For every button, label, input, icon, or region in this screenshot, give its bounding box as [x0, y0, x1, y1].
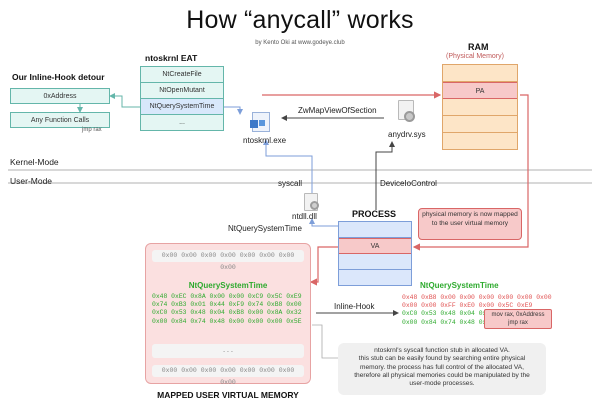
explanation-line: this stub can be easily found by searchi… [358, 355, 526, 363]
hook-popup-line: jmp rax [508, 320, 528, 326]
ram-cell [443, 133, 517, 150]
mapped-hex-block: 0x48 0xEC 0x8A 0x00 0x00 0xC9 0x5C 0xE9 … [152, 293, 302, 326]
user-mode-label: User-Mode [10, 176, 53, 186]
mapped-memory-panel [145, 243, 311, 384]
explanation-line: therefore all physical memories could be… [354, 371, 530, 379]
ram-sublabel: (Physical Memory) [446, 53, 504, 60]
hook-detour-label: Our Inline-Hook detour [12, 72, 105, 82]
eat-item-ntopenmutant: NtOpenMutant [141, 83, 223, 99]
hooked-hex-line: 0x48 0xB8 0x00 0x00 0x00 0x00 0x00 0x00 [402, 294, 552, 301]
eat-label: ntoskrnl EAT [145, 53, 198, 63]
ntdll-label: ntdll.dll [292, 212, 317, 221]
zwmap-label: ZwMapViewOfSection [298, 106, 377, 115]
ram-cell [443, 116, 517, 133]
hooked-func-title: NtQuerySystemTime [420, 281, 499, 290]
ram-cell [443, 99, 517, 116]
process-cell [339, 254, 411, 270]
ram-cell [443, 65, 517, 82]
mapped-hex-line: 0x48 0xEC 0x8A 0x00 0x00 0xC9 0x5C 0xE9 [152, 293, 302, 300]
eat-table: NtCreateFile NtOpenMutant NtQuerySystemT… [140, 66, 224, 131]
mapped-func-title: NtQuerySystemTime [188, 281, 268, 290]
explanation-line: user-mode processes. [409, 380, 475, 388]
ram-table: PA [442, 64, 518, 150]
anydrv-icon [396, 100, 418, 126]
mapped-memory-label: MAPPED USER VIRTUAL MEMORY [157, 390, 299, 400]
ram-pa-cell: PA [443, 82, 517, 99]
explanation-line: ntoskrnl's syscall function stub in allo… [374, 347, 510, 354]
ram-label: RAM [468, 42, 489, 52]
mapped-hex-line: 0x00 0x84 0x74 0x48 0x00 0x00 0x00 0x5E [152, 317, 302, 325]
anydrv-label: anydrv.sys [388, 130, 426, 139]
mapped-hex-line: 0x74 0xB3 0x01 0x44 0xF9 0x74 0xB8 0x00 [152, 301, 302, 309]
eat-item-more: ... [141, 115, 223, 131]
hooked-hex-line: 0x00 0x00 0xFF 0xE0 0x00 0x5C 0xE9 [402, 302, 533, 310]
ntquery-label: NtQuerySystemTime [228, 224, 302, 233]
eat-to-ntoskrnl-arrow [220, 106, 243, 115]
byline: by Kento Oki at www.godeye.club [255, 40, 345, 46]
mapped-note: physical memory is now mapped to the use… [418, 208, 522, 240]
process-label: PROCESS [352, 209, 397, 219]
ntdll-icon [304, 193, 324, 217]
va-to-mapped-arrow [309, 246, 338, 286]
kernel-mode-label: Kernel-Mode [10, 157, 59, 167]
detour-calls-box: Any Function Calls [10, 112, 110, 128]
inline-hook-label: Inline-Hook [334, 302, 375, 311]
page-title: How “anycall” works [186, 6, 414, 34]
mapped-bottom-row: 0x00 0x00 0x00 0x00 0x00 0x00 0x00 0x00 [152, 365, 304, 386]
jmp-rax-label: jmp rax [82, 127, 102, 133]
process-to-ntdll-arrow [309, 218, 338, 227]
pa-to-va-arrow [412, 94, 529, 251]
deviceio-arrow [375, 141, 395, 210]
process-table: VA [338, 221, 412, 286]
mapped-dots-row: ... [152, 344, 304, 358]
hook-popup-line: mov rax, 0xAddress [491, 312, 545, 318]
syscall-arrow [263, 139, 313, 193]
mapped-top-row: 0x00 0x00 0x00 0x00 0x00 0x00 0x00 0x00 [152, 250, 304, 271]
ntoskrnl-label: ntoskrnl.exe [243, 136, 287, 145]
hook-popup: mov rax, 0xAddress jmp rax [484, 309, 552, 329]
process-cell [339, 270, 411, 286]
deviceio-label: DeviceIoControl [380, 179, 437, 188]
explanation-line: memory. the process has full control of … [360, 363, 524, 371]
eat-item-ntquerysystemtime: NtQuerySystemTime [141, 99, 223, 115]
process-va-cell: VA [339, 238, 411, 254]
detour-address-box: 0xAddress [10, 88, 110, 104]
mapped-hex-line: 0xC0 0x53 0x48 0x04 0xB8 0x00 0x8A 0x32 [152, 309, 302, 317]
eat-item-ntcreatefile: NtCreateFile [141, 67, 223, 83]
syscall-label: syscall [278, 179, 303, 188]
explain-connector [312, 324, 338, 359]
explanation-note: ntoskrnl's syscall function stub in allo… [338, 343, 546, 395]
eat-to-detour-arrow [109, 93, 140, 108]
process-cell [339, 222, 411, 238]
ntoskrnl-icon [250, 112, 274, 134]
